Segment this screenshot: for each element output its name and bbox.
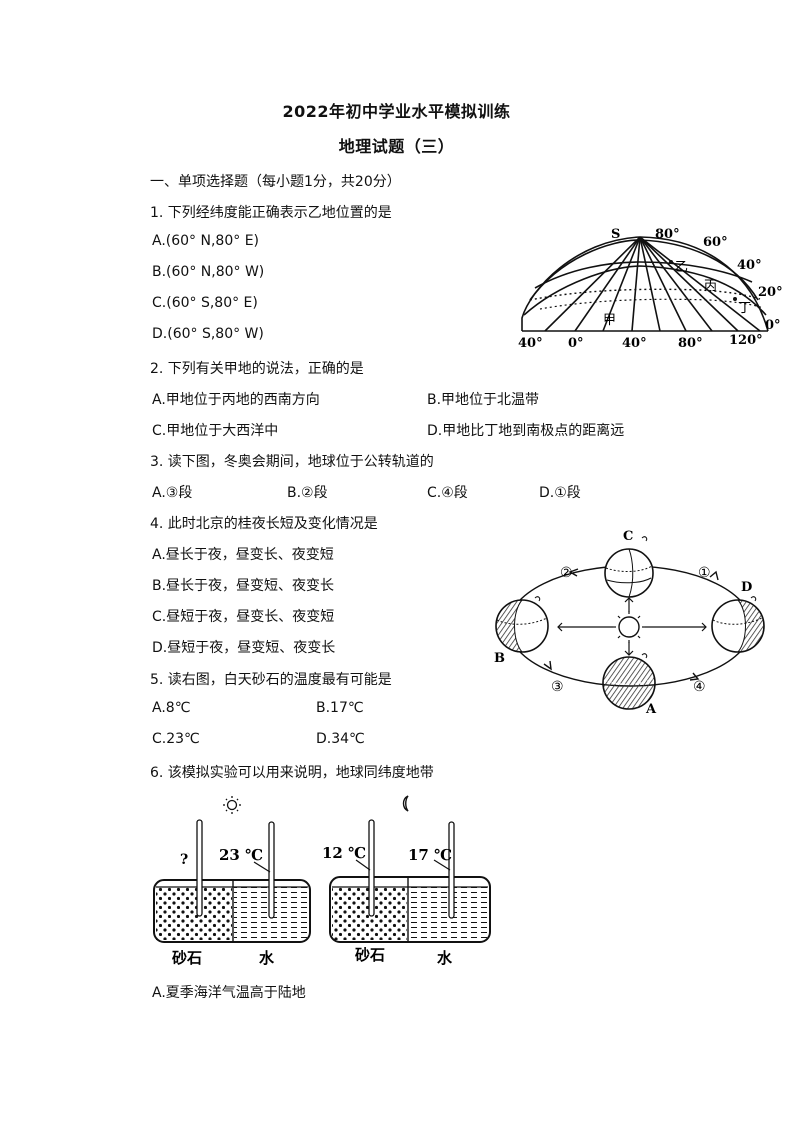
question-1-stem: 1. 下列经纬度能正确表示乙地位置的是 [150,205,392,221]
map-lon-label-40w: 40° [518,336,543,351]
map-lon-label-80: 80° [678,336,703,351]
orbit-segment-3: ③ [551,679,564,695]
q1-option-c: C.(60° S,80° E) [152,295,258,311]
place-jia: 甲 [603,313,616,328]
map-lat-label-0: 0° [765,318,781,333]
orbit-label-a: A [645,702,657,717]
q4-option-b: B.昼长于夜，昼变短、夜变长 [152,578,335,594]
question-2-stem: 2. 下列有关甲地的说法，正确的是 [150,361,364,377]
q1-option-d: D.(60° S,80° W) [152,326,264,342]
moon-icon [402,795,409,812]
map-lat-label-60: 60° [703,235,728,250]
q4-option-c: C.昼短于夜，昼变长、夜变短 [152,609,335,625]
earth-d [711,599,765,653]
sun-small-icon [223,796,241,814]
q3-option-d: D.①段 [539,485,581,501]
earth-b [495,599,549,653]
place-bing: 丙 [704,279,717,294]
earth-a [602,656,656,710]
q4-option-d: D.昼短于夜，昼变短、夜变长 [152,640,336,656]
map-lon-label-0: 0° [568,336,584,351]
map-pole-label: S [611,227,620,242]
orbit-segment-4: ④ [693,679,706,695]
q4-option-a: A.昼长于夜，昼变长、夜变短 [152,547,334,563]
label-water-right: 水 [437,949,453,967]
map-lon-label-120: 120° [729,333,763,348]
temp-right-sand: 12 ℃ [322,844,366,862]
question-6-stem: 6. 该模拟实验可以用来说明，地球同纬度地带 [150,765,434,781]
point-yi [669,260,673,264]
q1-option-b: B.(60° N,80° W) [152,264,265,280]
q2-option-d: D.甲地比丁地到南极点的距离远 [427,423,625,439]
q5-option-c: C.23℃ [152,731,200,747]
sun-icon [618,616,640,638]
map-lat-label-20: 20° [758,285,783,300]
question-4-stem: 4. 此时北京的桂夜长短及变化情况是 [150,516,378,532]
temp-right-water: 17 ℃ [408,846,452,864]
section-heading: 一、单项选择题（每小题1分，共20分） [150,174,401,190]
place-yi: 乙 [675,260,688,275]
map-lat-label-40: 40° [737,258,762,273]
q3-option-c: C.④段 [427,485,468,501]
orbit-label-c: C [623,529,633,544]
question-3-stem: 3. 读下图，冬奥会期间，地球位于公转轨道的 [150,454,434,470]
orbit-label-d: D [741,580,752,595]
orbit-label-b: B [494,651,505,666]
q2-option-a: A.甲地位于丙地的西南方向 [152,392,320,408]
q2-option-c: C.甲地位于大西洋中 [152,423,279,439]
temp-left-water: 23 ℃ [219,846,263,864]
q5-option-d: D.34℃ [316,731,365,747]
earth-c [604,548,654,598]
orbit-segment-1: ① [698,565,711,581]
q5-option-b: B.17℃ [316,700,364,716]
q3-option-b: B.②段 [287,485,328,501]
orbit-segment-2: ② [560,565,573,581]
map-lon-label-40e: 40° [622,336,647,351]
unknown-temp-label: ? [180,852,188,868]
question-5-stem: 5. 读右图，白天砂石的温度最有可能是 [150,672,392,688]
page-subtitle: 地理试题（三） [338,137,455,156]
label-water-left: 水 [259,949,275,967]
q1-option-a: A.(60° N,80° E) [152,233,260,249]
map-lat-label-80: 80° [655,227,680,242]
q5-option-a: A.8℃ [152,700,191,716]
q6-option-a: A.夏季海洋气温高于陆地 [152,985,306,1001]
label-sand-right: 砂石 [355,946,385,964]
page-title: 2022年初中学业水平模拟训练 [282,102,511,121]
place-ding: 丁 [738,301,751,316]
point-ding [733,297,737,301]
label-sand-left: 砂石 [172,949,202,967]
q2-option-b: B.甲地位于北温带 [427,392,540,408]
q3-option-a: A.③段 [152,485,193,501]
